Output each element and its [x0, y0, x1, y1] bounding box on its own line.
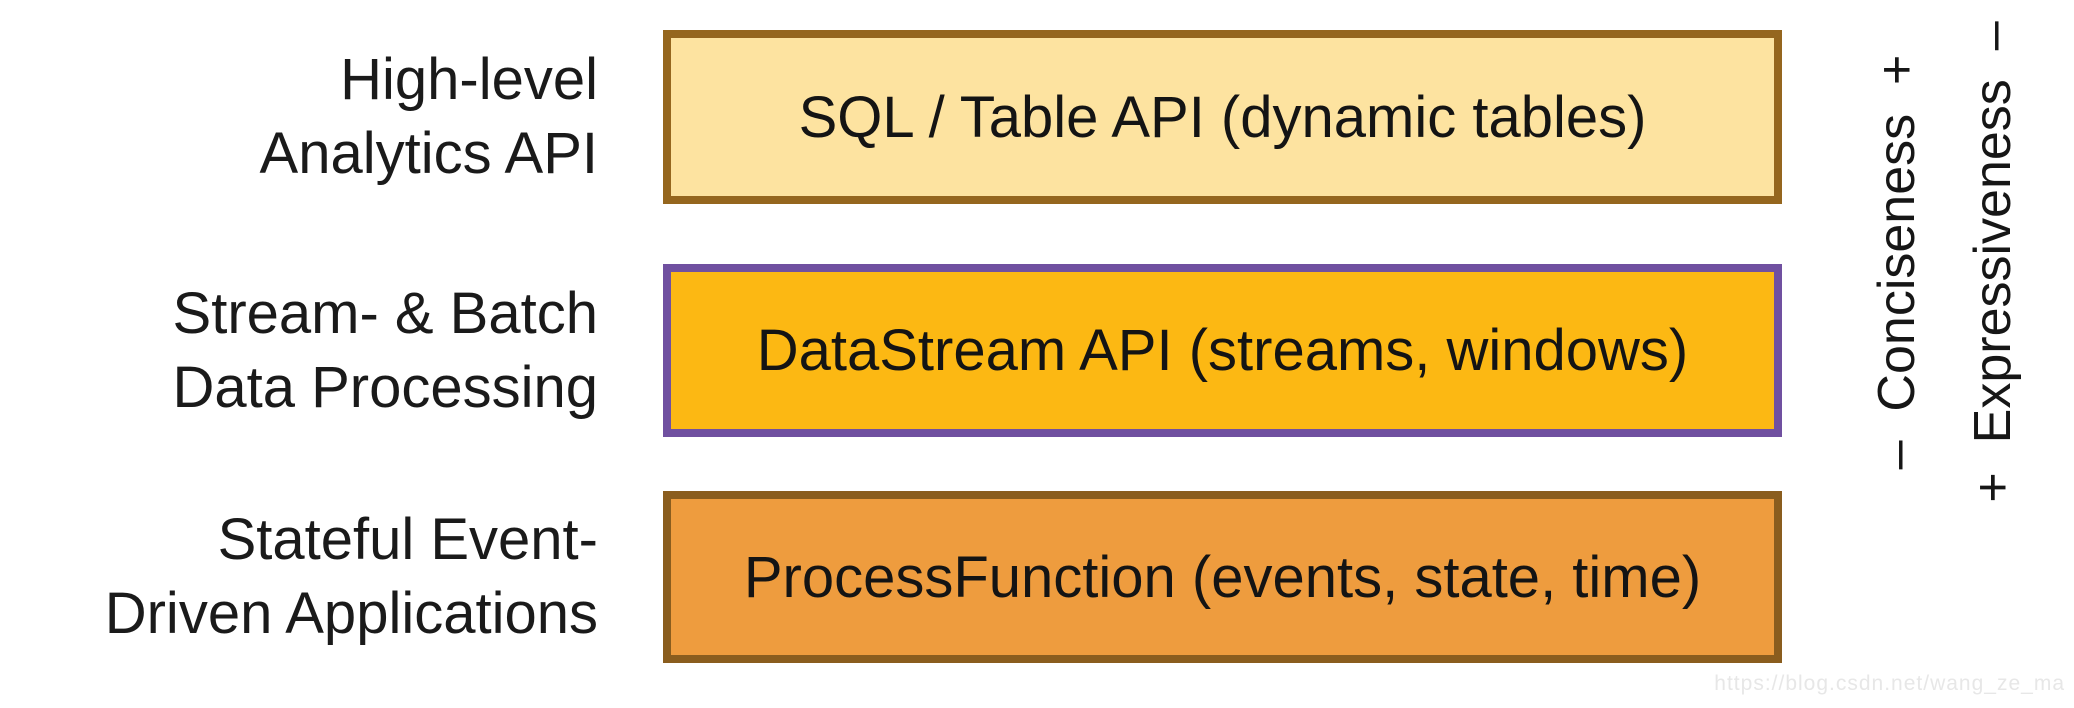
row-label-line: Analytics API — [259, 121, 598, 186]
row-label-stateful-event-driven: Stateful Event- Driven Applications — [0, 491, 598, 663]
row-label-high-level-analytics: High-level Analytics API — [0, 30, 598, 204]
axis-label-conciseness: – Conciseness + — [1868, 54, 1926, 470]
box-datastream-api: DataStream API (streams, windows) — [663, 264, 1782, 437]
axis-label-expressiveness: + Expressiveness – — [1964, 21, 2022, 503]
box-processfunction: ProcessFunction (events, state, time) — [663, 491, 1782, 663]
box-label: ProcessFunction (events, state, time) — [743, 544, 1702, 610]
box-sql-table-api: SQL / Table API (dynamic tables) — [663, 30, 1782, 204]
row-label-line: High-level — [340, 47, 598, 112]
box-label: DataStream API (streams, windows) — [756, 318, 1689, 383]
watermark-url: https://blog.csdn.net/wang_ze_ma — [1714, 672, 2065, 695]
box-label: SQL / Table API (dynamic tables) — [798, 84, 1647, 150]
row-label-line: Data Processing — [172, 354, 598, 420]
row-label-line: Stream- & Batch — [172, 280, 598, 346]
row-label-stream-batch-processing: Stream- & Batch Data Processing — [0, 264, 598, 437]
row-label-line: Stateful Event- — [217, 507, 598, 572]
row-label-line: Driven Applications — [104, 581, 598, 646]
